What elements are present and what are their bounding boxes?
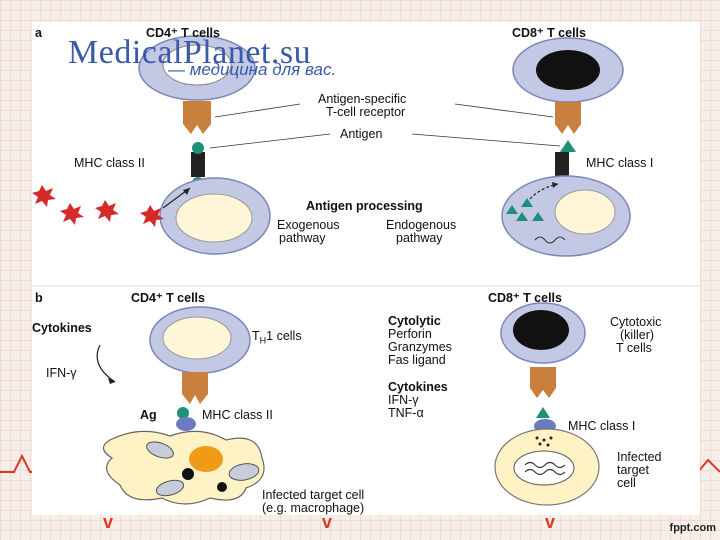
- infected-label: Infected: [617, 450, 662, 464]
- ifn-label: IFN-γ: [46, 366, 77, 380]
- mhc-class-ii: [191, 152, 205, 177]
- footer-brand: fppt.com: [669, 522, 716, 534]
- receptor-label: Antigen-specific: [318, 92, 407, 106]
- cd8-title-a: CD8⁺ T cells: [512, 26, 586, 40]
- panel-b-letter: b: [35, 291, 43, 305]
- mhc2-label-b: MHC class II: [202, 408, 273, 422]
- cell-label: cell: [617, 476, 636, 490]
- exogenous-label: Exogenous: [277, 218, 340, 232]
- infected-target-example: (e.g. macrophage): [262, 501, 365, 515]
- killer-label: (killer): [620, 328, 655, 342]
- cytotoxic-label: Cytotoxic: [610, 315, 662, 329]
- th1-label: TH1 cells: [252, 329, 302, 346]
- fas-ligand-label: Fas ligand: [388, 353, 446, 367]
- cd4-title-b: CD4⁺ T cells: [131, 291, 205, 305]
- cd4-title-a: CD4⁺ T cells: [146, 26, 220, 40]
- tnf-label: TNF-α: [388, 406, 424, 420]
- cytokines-label-2: Cytokines: [388, 380, 448, 394]
- antigen-processing-label: Antigen processing: [306, 199, 423, 213]
- exogenous-pathway-label: pathway: [279, 231, 326, 245]
- ag-label: Ag: [140, 408, 157, 422]
- ecg-mark: v: [322, 512, 333, 532]
- watermark-site: MedicalPlanet.su: [68, 34, 312, 71]
- endogenous-label: Endogenous: [386, 218, 457, 232]
- receptor-label-2: T-cell receptor: [326, 105, 406, 119]
- granzymes-label: Granzymes: [388, 340, 452, 354]
- mhc2-label-a: MHC class II: [74, 156, 145, 170]
- ecg-mark: v: [103, 512, 114, 532]
- watermark-tagline: — медицина для вас.: [168, 60, 337, 79]
- infected-target-label: Infected target cell: [262, 488, 365, 502]
- t-cells-label: T cells: [616, 341, 652, 355]
- cd8-title-b: CD8⁺ T cells: [488, 291, 562, 305]
- ifn-label-2: IFN-γ: [388, 393, 419, 407]
- antigen-label: Antigen: [340, 127, 383, 141]
- mhc-class-i: [555, 152, 569, 177]
- mhc1-label-a: MHC class I: [586, 156, 654, 170]
- exogenous-antigens: [32, 185, 164, 227]
- antigen: [192, 142, 204, 154]
- cytokines-label: Cytokines: [32, 321, 92, 335]
- target-label: target: [617, 463, 649, 477]
- perforin-label: Perforin: [388, 327, 432, 341]
- mhc1-label-b: MHC class I: [568, 419, 636, 433]
- endogenous-pathway-label: pathway: [396, 231, 443, 245]
- t-cell-receptor: [183, 101, 211, 134]
- cytolytic-label: Cytolytic: [388, 314, 441, 328]
- panel-a-letter: a: [35, 26, 42, 40]
- ecg-mark: v: [545, 512, 556, 532]
